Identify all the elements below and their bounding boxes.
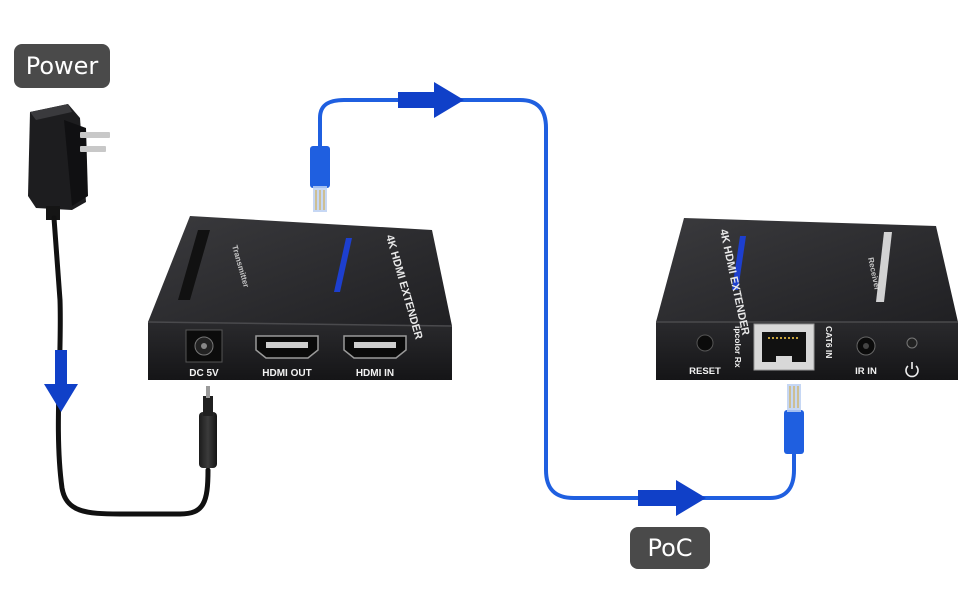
- transmitter-device: 4K HDMI EXTENDER Transmitter DC 5V HDMI …: [147, 216, 453, 380]
- dc-plug: [199, 386, 217, 468]
- hdmi-out-label: HDMI OUT: [262, 368, 311, 379]
- cat6-in-label: CAT6 IN: [824, 326, 834, 358]
- power-flow-arrow-icon: [44, 350, 78, 412]
- plug-prong-icon: [80, 132, 110, 138]
- power-label: Power: [14, 44, 110, 88]
- cable-flow-arrow-bottom-icon: [638, 480, 706, 516]
- ir-in-label: IR IN: [855, 366, 877, 377]
- reset-label: RESET: [689, 366, 721, 377]
- rj45-connector-transmitter: [310, 146, 330, 212]
- hdmi-in-label: HDMI IN: [356, 368, 394, 379]
- hdmi-in-port: [343, 335, 407, 359]
- cable-flow-arrow-top-icon: [398, 82, 464, 118]
- power-led-icon: [906, 337, 918, 349]
- power-symbol-icon: [905, 362, 919, 378]
- poc-cable: [318, 98, 796, 500]
- power-adapter: [28, 104, 110, 220]
- poc-label: PoC: [630, 527, 710, 569]
- cat6-port: [753, 323, 815, 371]
- reset-button-icon: [696, 334, 714, 352]
- receiver-brand-label: ipcolor Rx: [733, 326, 743, 368]
- hdmi-out-port: [255, 335, 319, 359]
- dc-5v-label: DC 5V: [189, 368, 219, 379]
- receiver-device: 4K HDMI EXTENDER Receiver RESET ipcolor …: [656, 218, 958, 380]
- rj45-connector-receiver: [784, 384, 804, 454]
